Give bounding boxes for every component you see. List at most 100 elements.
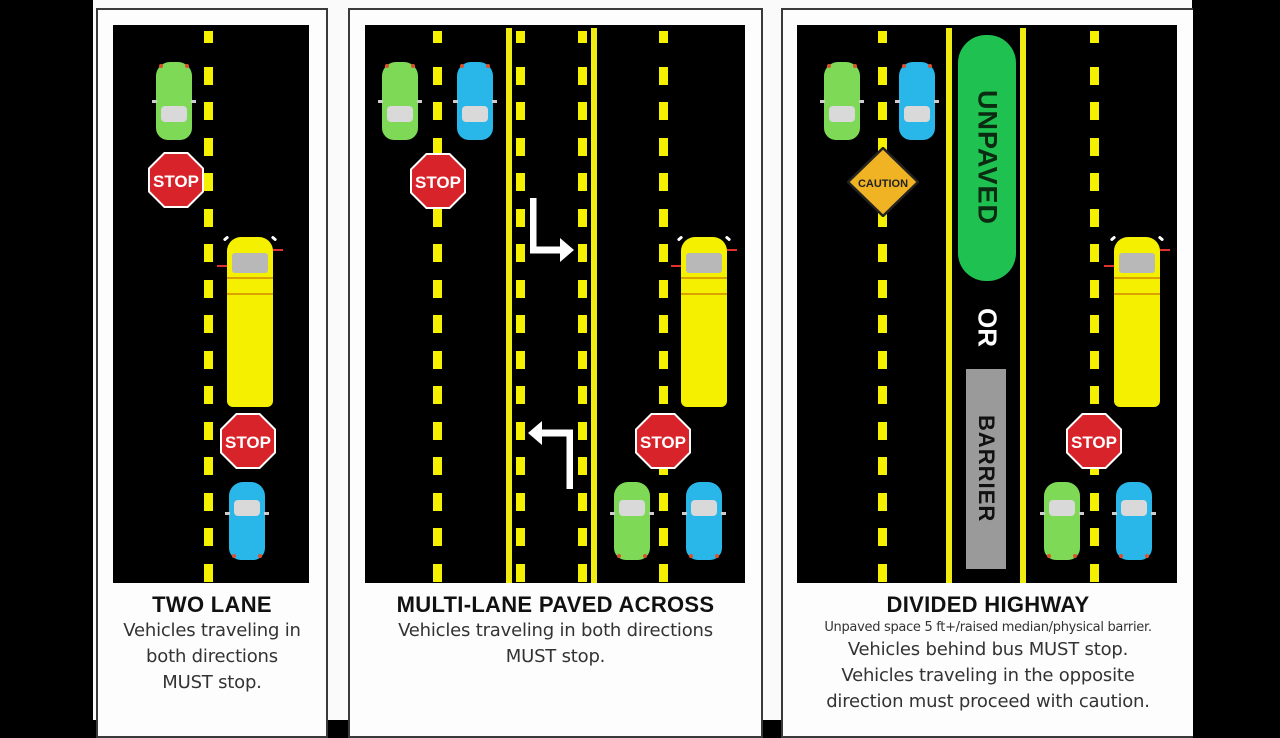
panel-two-lane: STOP STOP TWO LANE Vehicles traveling in… (96, 8, 328, 738)
lane-dash (578, 528, 587, 546)
lane-dash (516, 102, 525, 120)
blue-car (453, 62, 497, 140)
blue-car (682, 482, 726, 560)
lane-dash (433, 209, 442, 227)
lane-dash (878, 564, 887, 582)
svg-text:STOP: STOP (415, 173, 461, 192)
lane-dash (878, 280, 887, 298)
caution-icon: CAUTION (847, 147, 919, 217)
lane-dash (1090, 315, 1099, 333)
panel-body-line: Vehicles behind bus MUST stop. (847, 639, 1129, 660)
stop-icon: STOP (635, 413, 691, 469)
lane-dash (516, 386, 525, 404)
lane-dash (516, 315, 525, 333)
lane-dash (204, 67, 213, 85)
lane-dash (516, 244, 525, 262)
panel-divided-highway: CAUTION UNPAVED OR BARRIER STOP (781, 8, 1193, 738)
lane-dash (516, 528, 525, 546)
solid-yellow-line (506, 28, 512, 583)
lane-dash (578, 31, 587, 43)
caption-multi-lane: MULTI-LANE PAVED ACROSS Vehicles traveli… (350, 592, 761, 670)
panel-body-line: direction must proceed with caution. (826, 691, 1150, 712)
lane-dash (659, 528, 668, 546)
lane-dash (433, 315, 442, 333)
blue-car (1112, 482, 1156, 560)
lane-dash (433, 31, 442, 43)
lane-dash (659, 102, 668, 120)
lane-dash (659, 173, 668, 191)
green-car (152, 62, 196, 140)
school-bus (1104, 235, 1170, 407)
lane-dash (659, 209, 668, 227)
panel-body-line: both directions (146, 646, 278, 667)
lane-dash (1090, 31, 1099, 43)
lane-dash (578, 244, 587, 262)
lane-dash (578, 138, 587, 156)
panel-subtitle: Unpaved space 5 ft+/raised median/physic… (824, 620, 1152, 635)
lane-dash (204, 209, 213, 227)
or-label: OR (972, 308, 1003, 347)
lane-dash (1090, 67, 1099, 85)
lane-dash (433, 457, 442, 475)
lane-dash (433, 67, 442, 85)
lane-dash (1090, 564, 1099, 582)
lane-dash (204, 31, 213, 43)
caption-divided-highway: DIVIDED HIGHWAY Unpaved space 5 ft+/rais… (783, 592, 1193, 715)
lane-dash (433, 422, 442, 440)
lane-dash (204, 493, 213, 511)
lane-dash (578, 315, 587, 333)
panel-body-line: MUST stop. (505, 646, 606, 667)
lane-dash (1090, 244, 1099, 262)
unpaved-label: UNPAVED (972, 90, 1003, 226)
lane-dash (578, 493, 587, 511)
lane-dash (1090, 138, 1099, 156)
lane-dash (578, 422, 587, 440)
lane-dash (659, 351, 668, 369)
lane-dash (878, 244, 887, 262)
lane-dash (1090, 280, 1099, 298)
panel-multi-lane: STOP STOP (348, 8, 763, 738)
lane-dash (204, 102, 213, 120)
lane-dash (516, 422, 525, 440)
lane-dash (659, 138, 668, 156)
lane-dash (878, 528, 887, 546)
lane-dash (1090, 351, 1099, 369)
school-bus (671, 235, 737, 407)
panel-body-line: Vehicles traveling in both directions (398, 620, 713, 641)
lane-dash (516, 280, 525, 298)
lane-dash (578, 457, 587, 475)
lane-dash (433, 138, 442, 156)
solid-yellow-line (946, 28, 952, 583)
solid-yellow-line (1020, 28, 1026, 583)
panel-body-line: Vehicles traveling in the opposite (841, 665, 1135, 686)
road-two-lane: STOP STOP (113, 25, 309, 583)
lane-dash (516, 564, 525, 582)
lane-dash (433, 493, 442, 511)
lane-dash (204, 422, 213, 440)
lane-dash (1090, 528, 1099, 546)
green-car (820, 62, 864, 140)
svg-text:STOP: STOP (225, 433, 271, 452)
or-label-wrap: OR (958, 290, 1016, 365)
lane-dash (433, 564, 442, 582)
green-car (610, 482, 654, 560)
lane-dash (878, 67, 887, 85)
lane-dash (204, 457, 213, 475)
lane-dash (878, 102, 887, 120)
svg-text:STOP: STOP (1071, 433, 1117, 452)
lane-dash (204, 564, 213, 582)
lane-dash (1090, 386, 1099, 404)
lane-dash (878, 386, 887, 404)
lane-dash (659, 386, 668, 404)
lane-dash (578, 280, 587, 298)
lane-dash (878, 351, 887, 369)
lane-dash (659, 67, 668, 85)
lane-dash (1090, 209, 1099, 227)
lane-dash (204, 386, 213, 404)
lane-dash (878, 457, 887, 475)
lane-dash (516, 351, 525, 369)
lane-dash (204, 315, 213, 333)
lane-dash (659, 315, 668, 333)
lane-dash (204, 351, 213, 369)
lane-dash (433, 280, 442, 298)
